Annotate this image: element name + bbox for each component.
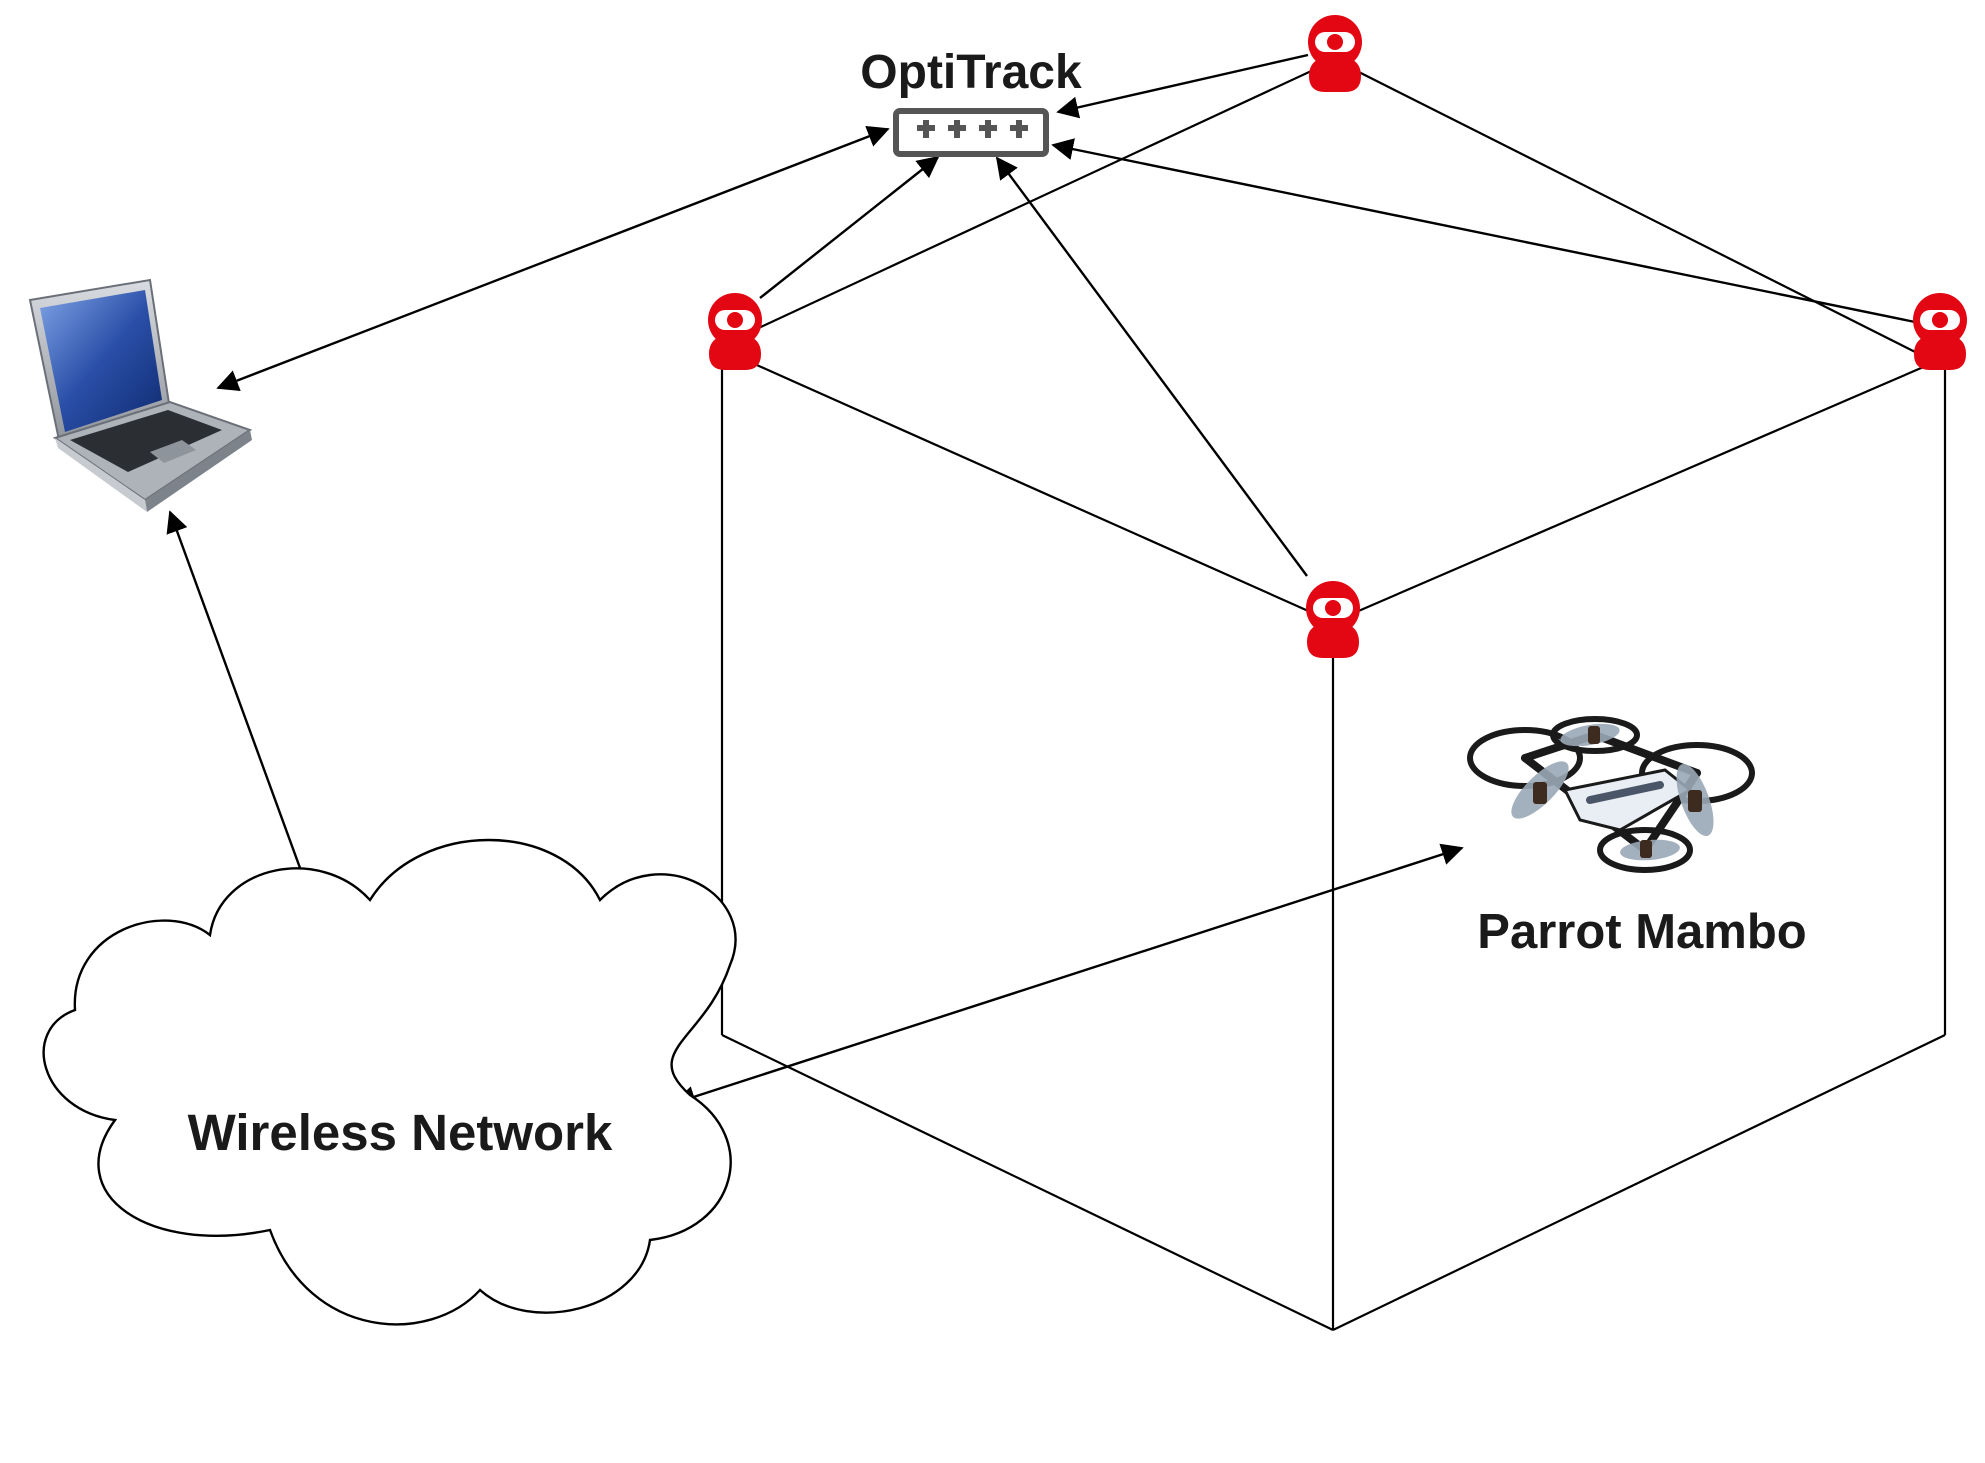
frame-edge [1332, 360, 1936, 624]
laptop-icon [28, 278, 253, 512]
frame-edge [749, 59, 1336, 333]
camera-to-switch-arrow [759, 155, 940, 299]
network-label: Wireless Network [188, 1104, 613, 1161]
drone-icon [1467, 716, 1755, 873]
laptop-switch-arrow [216, 126, 890, 391]
network-switch-icon [893, 108, 1049, 157]
camera-to-switch-arrow [1051, 138, 1916, 324]
network-drone-arrow [673, 843, 1464, 1108]
drone-label: Parrot Mambo [1477, 905, 1806, 959]
camera-to-switch-arrow [995, 156, 1308, 577]
frame-edge [1332, 1034, 1946, 1331]
camera-icon [1306, 581, 1360, 658]
frame-edge [721, 1034, 1334, 1331]
frame-edge [1334, 59, 1936, 363]
camera-to-switch-arrow [1056, 53, 1309, 119]
frame-edge [749, 360, 1334, 624]
optitrack-label: OptiTrack [860, 46, 1082, 99]
camera-icon [1308, 15, 1362, 92]
capture-volume-frame [720, 59, 1947, 1331]
camera-icon [1913, 293, 1967, 370]
camera-icon [708, 293, 762, 370]
cloud-icon [42, 838, 737, 1326]
